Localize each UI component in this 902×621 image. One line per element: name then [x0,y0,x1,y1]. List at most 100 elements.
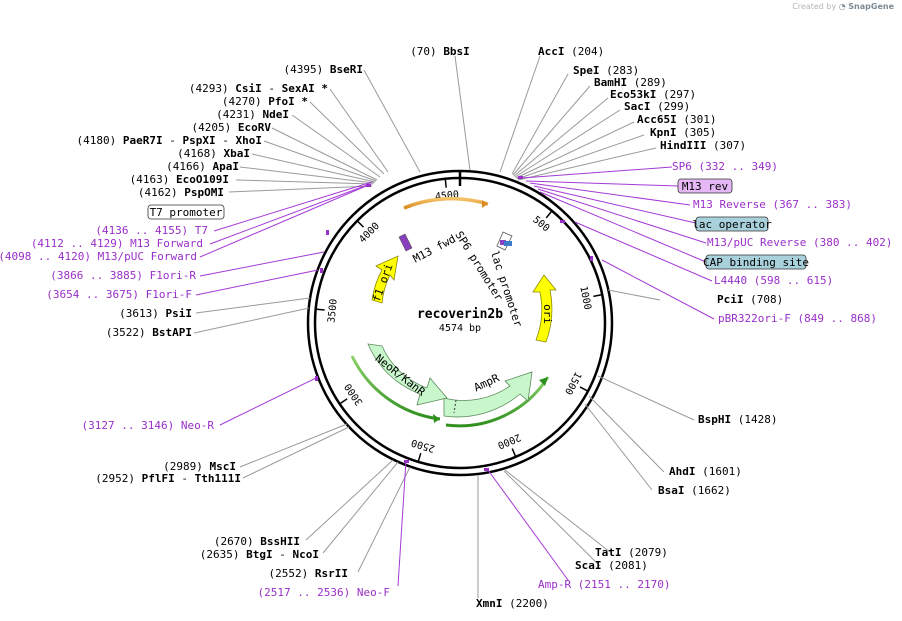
t7-promoter-box-label: T7 promoter [150,206,223,219]
tick-label: 3000 [343,381,366,407]
ampr-arc [445,376,550,428]
insert-arc-arrowhead [482,200,488,208]
primer-label[interactable]: M13 Reverse (367 .. 383) [693,198,852,211]
m13-rev-box[interactable] [677,178,733,194]
cap-binding-site-box-label: CAP binding site [703,256,809,269]
tick-label: 3500 [326,298,339,323]
primer-label[interactable]: (4136 .. 4155) T7 [95,224,208,237]
site-label[interactable]: (4395) BseRI [284,63,363,76]
primer-label[interactable]: (3127 .. 3146) Neo-R [82,419,215,432]
tick-mark [356,220,365,228]
f1-ori-label: f1 ori [370,262,396,304]
tick-label: 2000 [496,431,522,450]
m13-rev-mini-feature [500,240,506,245]
primer-label[interactable]: (4098 .. 4120) M13/pUC Forward [0,250,197,263]
site-label[interactable]: SpeI (283) [573,64,639,77]
primer-label[interactable]: (3654 .. 3675) F1ori-F [46,288,192,301]
site-label[interactable]: Acc65I (301) [637,113,717,126]
snapgene-credit: Created by ◔ SnapGene [792,2,894,11]
site-label[interactable]: XmnI (2200) [476,597,549,610]
lac-operator-box[interactable] [695,216,769,232]
tick-label: 500 [530,214,551,234]
site-label[interactable]: (4163) EcoO109I [130,173,229,186]
primer-label[interactable]: L4440 (598 .. 615) [714,274,833,287]
ampr-feature[interactable] [443,371,533,418]
site-label[interactable]: BsaI (1662) [658,484,731,497]
site-label[interactable]: (70) BbsI [410,45,470,58]
site-label[interactable]: (4166) ApaI [166,160,239,173]
cap-binding-site-box[interactable] [705,254,807,270]
site-label[interactable]: (2635) BtgI - NcoI [200,548,319,561]
site-label[interactable]: (2552) RsrII [269,567,348,580]
site-label[interactable]: BspHI (1428) [698,413,777,426]
tick-label: 1000 [577,285,593,311]
tick-mark [339,398,348,405]
tick-mark [417,453,422,463]
tick-mark [315,308,325,311]
t7-promoter-box[interactable] [147,204,225,220]
snapgene-logo-icon: ◔ [838,2,846,11]
ori-label: ori [541,304,554,324]
site-label[interactable]: (4270) PfoI * [222,95,308,108]
site-label[interactable]: (4293) CsiI - SexAI * [189,82,328,95]
primer-leader-lines [195,166,715,587]
site-label[interactable]: (2989) MscI [163,460,236,473]
site-label[interactable]: ScaI (2081) [575,559,648,572]
ori-feature[interactable] [532,274,557,343]
site-label[interactable]: (3613) PsiI [119,307,192,320]
f1-ori-feature[interactable] [371,255,399,304]
m13-fwd-label: M13 fwd [411,232,458,265]
m13-rev-box-label: M13 rev [682,180,729,193]
site-label[interactable]: (4205) EcoRV [192,121,272,134]
ampr-label: AmpR [472,371,502,394]
credit-brand: SnapGene [848,2,894,11]
site-label[interactable]: (4231) NdeI [216,108,289,121]
m13-fwd-feature[interactable] [398,233,413,252]
tick-label: 1500 [562,370,583,396]
tick-mark [545,210,553,219]
site-label[interactable]: (4162) PspOMI [138,186,224,199]
plasmid-name: recoverin2b [417,307,503,322]
tick-mark [511,448,517,458]
site-label[interactable]: KpnI (305) [650,126,716,139]
site-labels: (70) BbsI AccI (204) SpeI (283)BamHI (289)… [77,45,784,610]
lac-operator-mini-feature [504,241,512,246]
primer-label[interactable]: (2517 .. 2536) Neo-F [258,586,390,599]
primer-labels: SP6 (332 .. 349) M13 Reverse (367 .. 383)… [0,160,892,599]
insert-arc [403,196,489,210]
site-label[interactable]: BamHI (289) [594,76,667,89]
site-leader-lines [193,55,695,598]
site-label[interactable]: HindIII (307) [660,139,746,152]
site-label[interactable]: TatI (2079) [595,546,668,559]
tick-mark [593,293,603,298]
plasmid-size: 4574 bp [439,323,481,334]
neor-arc-arrowhead [433,414,440,423]
primer-label[interactable]: M13/pUC Reverse (380 .. 402) [707,236,892,249]
site-label[interactable]: AccI (204) [538,45,604,58]
lac-operator-box-label: lac operator [692,218,772,231]
primer-markers [315,176,593,471]
site-label[interactable]: (4180) PaeR7I - PspXI - XhoI [77,134,262,147]
primer-label[interactable]: Amp-R (2151 .. 2170) [538,578,670,591]
site-label[interactable]: SacI (299) [624,100,690,113]
primer-label[interactable]: SP6 (332 .. 349) [672,160,778,173]
neor-kanr-feature[interactable] [367,343,448,406]
primer-label[interactable]: (3866 .. 3885) F1ori-R [50,269,196,282]
tick-mark [444,178,447,188]
primer-label[interactable]: (4112 .. 4129) M13 Forward [31,237,203,250]
site-label[interactable]: (2670) BssHII [214,535,300,548]
site-label[interactable]: (2952) PflFI - Tth111I [95,472,241,485]
site-label[interactable]: Eco53kI (297) [610,88,696,101]
primer-label[interactable]: pBR322ori-F (849 .. 868) [718,312,877,325]
tick-label: 2500 [410,436,436,453]
site-label[interactable]: (4168) XbaI [177,147,250,160]
site-label[interactable]: PciI (708) [717,293,783,306]
neor-arc [350,355,441,421]
tick-mark [579,386,589,392]
ampr-arc-arrowhead [539,377,548,386]
site-label[interactable]: AhdI (1601) [669,465,742,478]
credit-prefix: Created by [792,2,837,11]
site-label[interactable]: (3522) BstAPI [106,326,192,339]
boxed-feature-labels: M13 rev lac operator CAP binding site T7… [147,178,809,270]
